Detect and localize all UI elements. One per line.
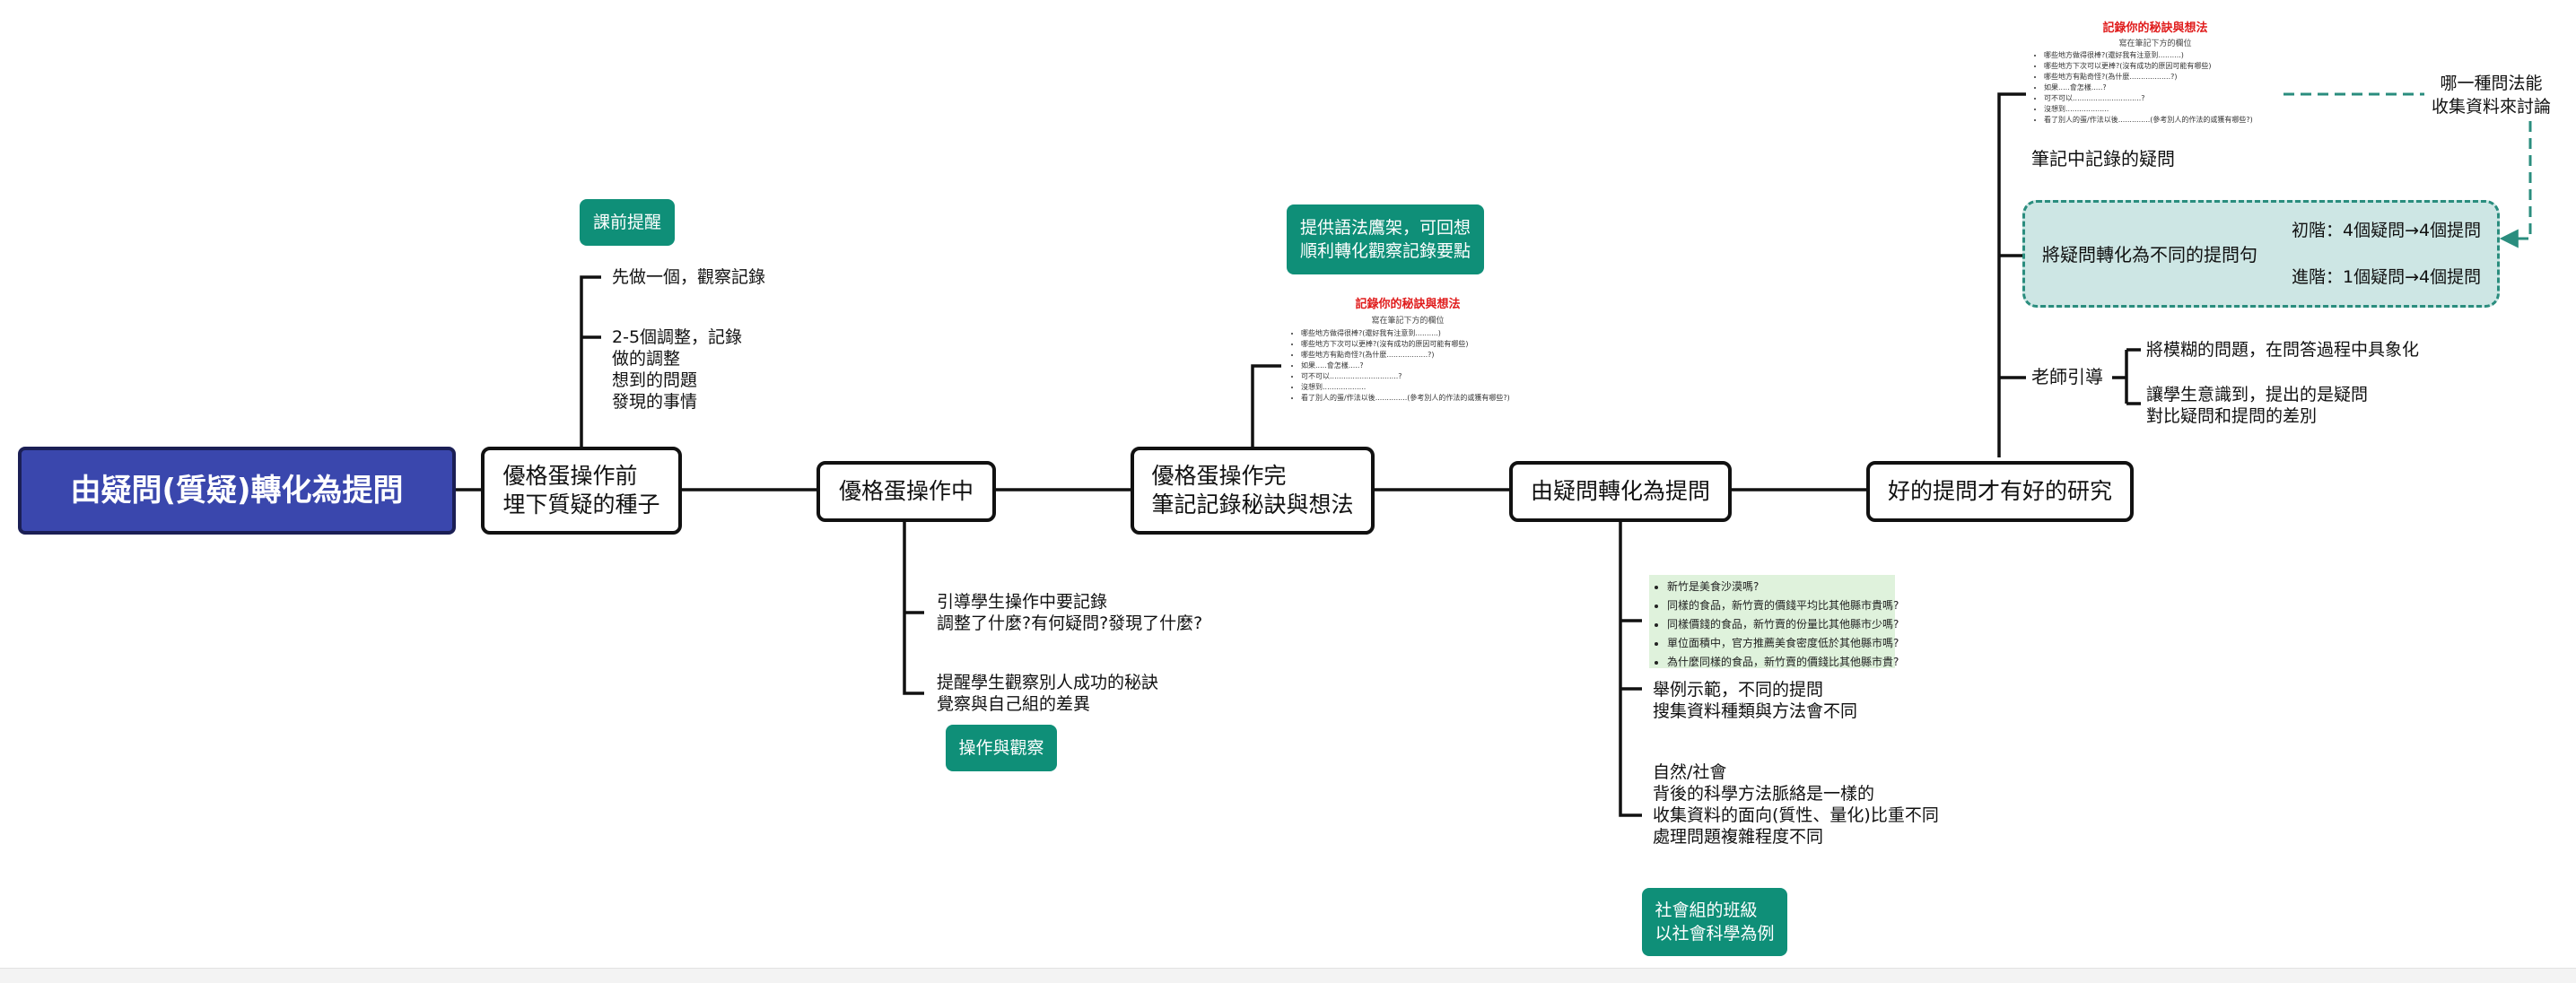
b3-note-title: 記錄你的秘訣與想法 [1355,298,1461,311]
b5-note-subtitle: 寫在筆記下方的欄位 [2118,39,2192,48]
example-questions-list: 新竹是美食沙漠嗎? 同樣的食品，新竹賣的價錢平均比其他縣市貴嗎? 同樣價錢的食品… [1655,578,1899,672]
b5-teacher-item-concretize[interactable]: 將模糊的問題，在問答過程中具象化 [2146,340,2420,360]
b3-note-item: 看了別人的蛋/作法以後..............(參考別人的作法的或獲有哪些?… [1301,393,1529,404]
branch-before-operation[interactable]: 優格蛋操作前 埋下質疑的種子 [481,447,682,535]
b5-note-item: 看了別人的蛋/作法以後..............(參考別人的作法的或獲有哪些?… [2044,115,2281,126]
operation-observation-tag[interactable]: 操作與觀察 [946,725,1057,771]
b1-item-adjustments[interactable]: 2-5個調整，記錄 做的調整 想到的問題 發現的事情 [612,327,743,412]
example-question: 為什麼同樣的食品，新竹賣的價錢比其他縣市貴? [1667,653,1899,672]
pre-class-reminder-tag[interactable]: 課前提醒 [580,199,675,246]
b5-note-label[interactable]: 筆記中記錄的疑問 [2031,148,2175,170]
b3-note-subtitle: 寫在筆記下方的欄位 [1371,317,1445,326]
example-question: 同樣價錢的食品，新竹賣的份量比其他縣市少嗎? [1667,615,1899,634]
b3-note-item: 可不可以..............................? [1301,371,1529,382]
grammar-scaffold-tag[interactable]: 提供語法鷹架，可回想 順利轉化觀察記錄要點 [1287,204,1484,274]
b3-note-item: 沒想到................... [1301,382,1529,393]
b5-teacher-item-compare[interactable]: 讓學生意識到，提出的是疑問 對比疑問和提問的差別 [2146,385,2369,426]
b3-note-item: 哪些地方有點奇怪?(為什麼..................?) [1301,350,1529,361]
b3-note-item: 哪些地方下次可以更棒?(沒有成功的原因可能有哪些) [1301,339,1529,350]
b5-side-note[interactable]: 哪一種問法能 收集資料來討論 [2432,74,2552,117]
b2-item-observe-others[interactable]: 提醒學生觀察別人成功的秘訣 覺察與自己組的差異 [937,673,1159,714]
example-question: 新竹是美食沙漠嗎? [1667,578,1890,596]
b5-teacher-guide[interactable]: 老師引導 [2031,366,2103,387]
branch-good-question-research[interactable]: 好的提問才有好的研究 [1866,461,2134,522]
b5-convert-item[interactable]: 將疑問轉化為不同的提問句 [2042,244,2257,265]
example-question: 單位面積中，官方推薦美食密度低於其他縣市嗎? [1667,634,1899,653]
root-node[interactable]: 由疑問(質疑)轉化為提問 [18,447,456,535]
b2-item-record-guidance[interactable]: 引導學生操作中要記錄 調整了什麼?有何疑問?發現了什麼? [937,592,1203,633]
b5-note-list: 哪些地方做得很棒?(還好我有注意到..........) 哪些地方下次可以更棒?… [2030,50,2281,126]
b4-item-science-social[interactable]: 自然/社會 背後的科學方法脈絡是一樣的 收集資料的面向(質性、量化)比重不同 處… [1653,762,1939,847]
b5-note-item: 哪些地方有點奇怪?(為什麼..................?) [2044,72,2281,83]
b5-notes-image: 記錄你的秘訣與想法 寫在筆記下方的欄位 哪些地方做得很棒?(還好我有注意到...… [2030,20,2281,135]
social-class-tag[interactable]: 社會組的班級 以社會科學為例 [1642,888,1787,956]
b4-item-examples[interactable]: 舉例示範，不同的提問 搜集資料種類與方法會不同 [1653,680,1858,721]
b5-note-item: 如果.....會怎樣.....? [2044,83,2281,93]
branch-after-operation[interactable]: 優格蛋操作完 筆記記錄秘訣與想法 [1131,447,1375,535]
b3-note-item: 如果.....會怎樣.....? [1301,361,1529,371]
b5-level-basic[interactable]: 初階：4個疑問→4個提問 [2292,221,2482,240]
b3-note-list: 哪些地方做得很棒?(還好我有注意到..........) 哪些地方下次可以更棒?… [1287,328,1529,404]
bottom-scrollbar[interactable] [0,968,2576,983]
b5-note-item: 哪些地方下次可以更棒?(沒有成功的原因可能有哪些) [2044,61,2281,72]
branch-during-operation[interactable]: 優格蛋操作中 [816,461,996,522]
branch-doubt-to-question[interactable]: 由疑問轉化為提問 [1509,461,1732,522]
example-question: 同樣的食品，新竹賣的價錢平均比其他縣市貴嗎? [1667,596,1899,615]
b1-item-make-one[interactable]: 先做一個，觀察記錄 [612,267,766,287]
convert-highlight-box [2022,200,2500,308]
b5-note-item: 哪些地方做得很棒?(還好我有注意到..........) [2044,50,2281,61]
b3-note-item: 哪些地方做得很棒?(還好我有注意到..........) [1301,328,1529,339]
b5-level-advanced[interactable]: 進階：1個疑問→4個提問 [2292,267,2482,287]
b3-notes-image: 記錄你的秘訣與想法 寫在筆記下方的欄位 哪些地方做得很棒?(還好我有注意到...… [1287,296,1529,413]
b5-note-item: 沒想到................... [2044,104,2281,115]
b5-note-item: 可不可以..............................? [2044,93,2281,104]
example-questions-box: 新竹是美食沙漠嗎? 同樣的食品，新竹賣的價錢平均比其他縣市貴嗎? 同樣價錢的食品… [1649,575,1899,668]
b5-note-title: 記錄你的秘訣與想法 [2102,22,2208,35]
